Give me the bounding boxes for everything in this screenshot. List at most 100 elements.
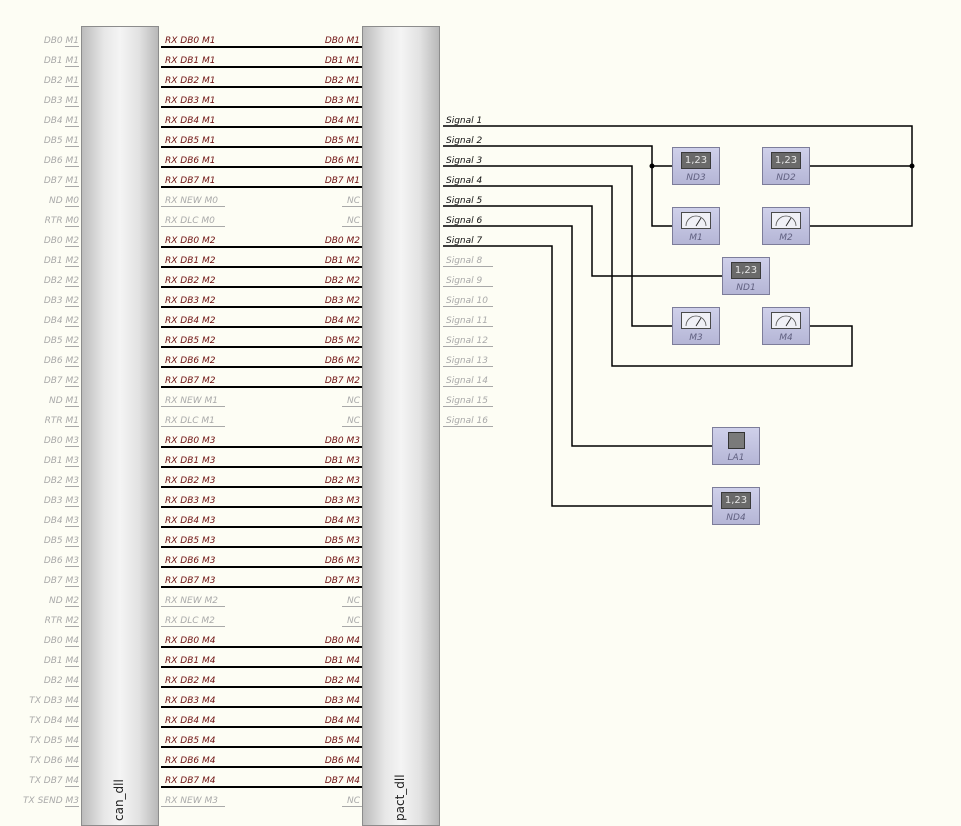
signal-pin-label: Signal 15: [446, 396, 488, 406]
connection-wire[interactable]: [161, 46, 362, 48]
connection-wire[interactable]: [161, 746, 362, 748]
signal-pin-label: Signal 16: [446, 416, 488, 426]
can-pin-label: DB1 M4: [43, 656, 79, 666]
db-pin-label: NC: [346, 216, 360, 226]
device-la1[interactable]: LA1: [712, 427, 760, 465]
db-pin-label: DB2 M4: [324, 676, 360, 686]
pin-underline: [65, 126, 79, 127]
pin-underline: [342, 406, 362, 407]
db-pin-label: DB0 M4: [324, 636, 360, 646]
can-pin-label: TX DB7 M4: [29, 776, 79, 786]
db-pin-label: NC: [346, 196, 360, 206]
can-pin-label: TX DB3 M4: [29, 696, 79, 706]
pin-underline: [65, 186, 79, 187]
pact-dll-block[interactable]: pact_dll: [362, 26, 440, 826]
connection-wire[interactable]: [161, 646, 362, 648]
rx-pin-label: RX DB7 M2: [165, 376, 216, 386]
rx-pin-label: RX DB2 M1: [165, 76, 216, 86]
connection-wire[interactable]: [161, 386, 362, 388]
connection-wire[interactable]: [161, 586, 362, 588]
signal-pin-label: Signal 14: [446, 376, 488, 386]
signal-pin-label: Signal 3: [446, 156, 483, 166]
connection-wire[interactable]: [161, 166, 362, 168]
db-pin-label: NC: [346, 596, 360, 606]
pin-underline: [161, 606, 225, 607]
connection-wire[interactable]: [161, 506, 362, 508]
wire-signal-2: [443, 145, 672, 227]
connection-wire[interactable]: [161, 546, 362, 548]
can-pin-label: ND M2: [48, 596, 79, 606]
connection-wire[interactable]: [161, 366, 362, 368]
connection-wire[interactable]: [161, 446, 362, 448]
meter-gauge-icon: [771, 312, 801, 329]
rx-pin-label: RX DB4 M3: [165, 516, 216, 526]
connection-wire[interactable]: [161, 146, 362, 148]
connection-wire[interactable]: [161, 566, 362, 568]
connection-wire[interactable]: [161, 666, 362, 668]
can-pin-label: RTR M2: [44, 616, 79, 626]
signal-pin-label: Signal 11: [446, 316, 488, 326]
connection-wire[interactable]: [161, 306, 362, 308]
connection-wire[interactable]: [161, 526, 362, 528]
pin-underline: [65, 346, 79, 347]
connection-wire[interactable]: [161, 106, 362, 108]
db-pin-label: DB0 M1: [324, 36, 360, 46]
connection-wire[interactable]: [161, 466, 362, 468]
connection-wire[interactable]: [161, 346, 362, 348]
can-pin-label: DB0 M2: [43, 236, 79, 246]
rx-pin-label: RX DB2 M4: [165, 676, 216, 686]
connection-wire[interactable]: [161, 486, 362, 488]
device-name: LA1: [727, 453, 745, 463]
device-m2[interactable]: M2: [762, 207, 810, 245]
can-dll-block[interactable]: can_dll: [81, 26, 159, 826]
connection-wire[interactable]: [161, 126, 362, 128]
can-pin-label: DB7 M1: [43, 176, 79, 186]
signal-pin-label: Signal 7: [446, 236, 483, 246]
pin-underline: [65, 666, 79, 667]
device-m4[interactable]: M4: [762, 307, 810, 345]
db-pin-label: DB2 M3: [324, 476, 360, 486]
db-pin-label: DB0 M3: [324, 436, 360, 446]
rx-pin-label: RX DB7 M4: [165, 776, 216, 786]
can-pin-label: DB2 M1: [43, 76, 79, 86]
rx-pin-label: RX DB0 M3: [165, 436, 216, 446]
rx-pin-label: RX DB6 M1: [165, 156, 216, 166]
db-pin-label: DB7 M2: [324, 376, 360, 386]
device-m3[interactable]: M3: [672, 307, 720, 345]
pin-underline: [161, 226, 225, 227]
connection-wire[interactable]: [161, 766, 362, 768]
db-pin-label: DB1 M4: [324, 656, 360, 666]
pin-underline: [443, 426, 493, 427]
meter-gauge-icon: [681, 312, 711, 329]
pin-underline: [65, 146, 79, 147]
device-m1[interactable]: M1: [672, 207, 720, 245]
connection-wire[interactable]: [161, 686, 362, 688]
rx-pin-label: RX DB1 M3: [165, 456, 216, 466]
connection-wire[interactable]: [161, 266, 362, 268]
db-pin-label: NC: [346, 396, 360, 406]
pin-underline: [161, 406, 225, 407]
wire-signal-4: [443, 185, 853, 367]
connection-wire[interactable]: [161, 326, 362, 328]
connection-wire[interactable]: [161, 246, 362, 248]
connection-wire[interactable]: [161, 726, 362, 728]
connection-wire[interactable]: [161, 66, 362, 68]
pin-underline: [65, 106, 79, 107]
rx-pin-label: RX DB3 M4: [165, 696, 216, 706]
connection-wire[interactable]: [161, 186, 362, 188]
db-pin-label: DB4 M1: [324, 116, 360, 126]
connection-wire[interactable]: [161, 286, 362, 288]
pin-underline: [65, 566, 79, 567]
connection-wire[interactable]: [161, 786, 362, 788]
connection-wire[interactable]: [161, 706, 362, 708]
connection-wire[interactable]: [161, 86, 362, 88]
pin-underline: [443, 306, 493, 307]
rx-pin-label: RX DB1 M1: [165, 56, 216, 66]
rx-pin-label: RX DB5 M2: [165, 336, 216, 346]
pin-underline: [65, 726, 79, 727]
